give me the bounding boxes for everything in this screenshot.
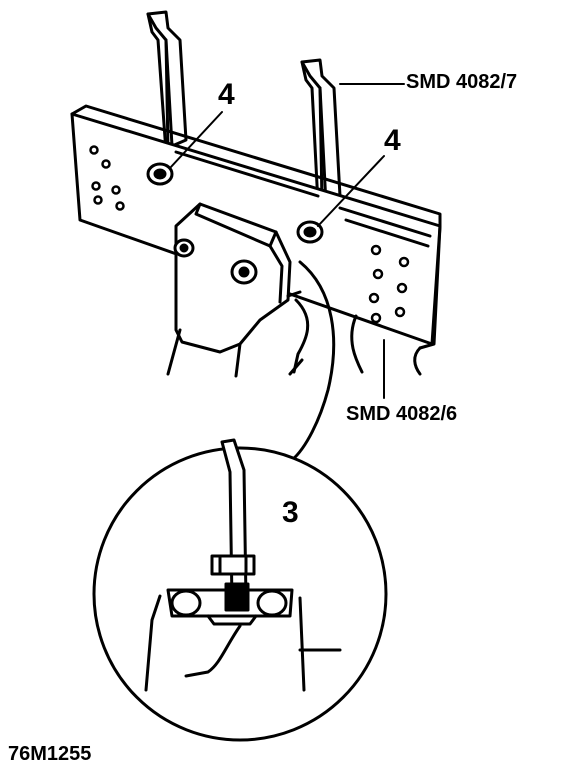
callout-detail: 3 [282, 496, 299, 529]
bolt-left [146, 162, 174, 186]
tool-ref-upper: SMD 4082/7 [406, 71, 518, 93]
detail-view [92, 438, 388, 742]
figure-reference: 76M1255 [8, 743, 92, 765]
leader-4-right [317, 155, 385, 227]
callout-bolt-right: 4 [384, 124, 401, 157]
bolt-right [296, 220, 324, 244]
callout-bolt-left: 4 [218, 78, 235, 111]
tool-ref-lower: SMD 4082/6 [346, 403, 458, 425]
leader-4-left [169, 111, 223, 169]
gearbox-housing [166, 202, 422, 378]
detail-leader [290, 260, 336, 462]
